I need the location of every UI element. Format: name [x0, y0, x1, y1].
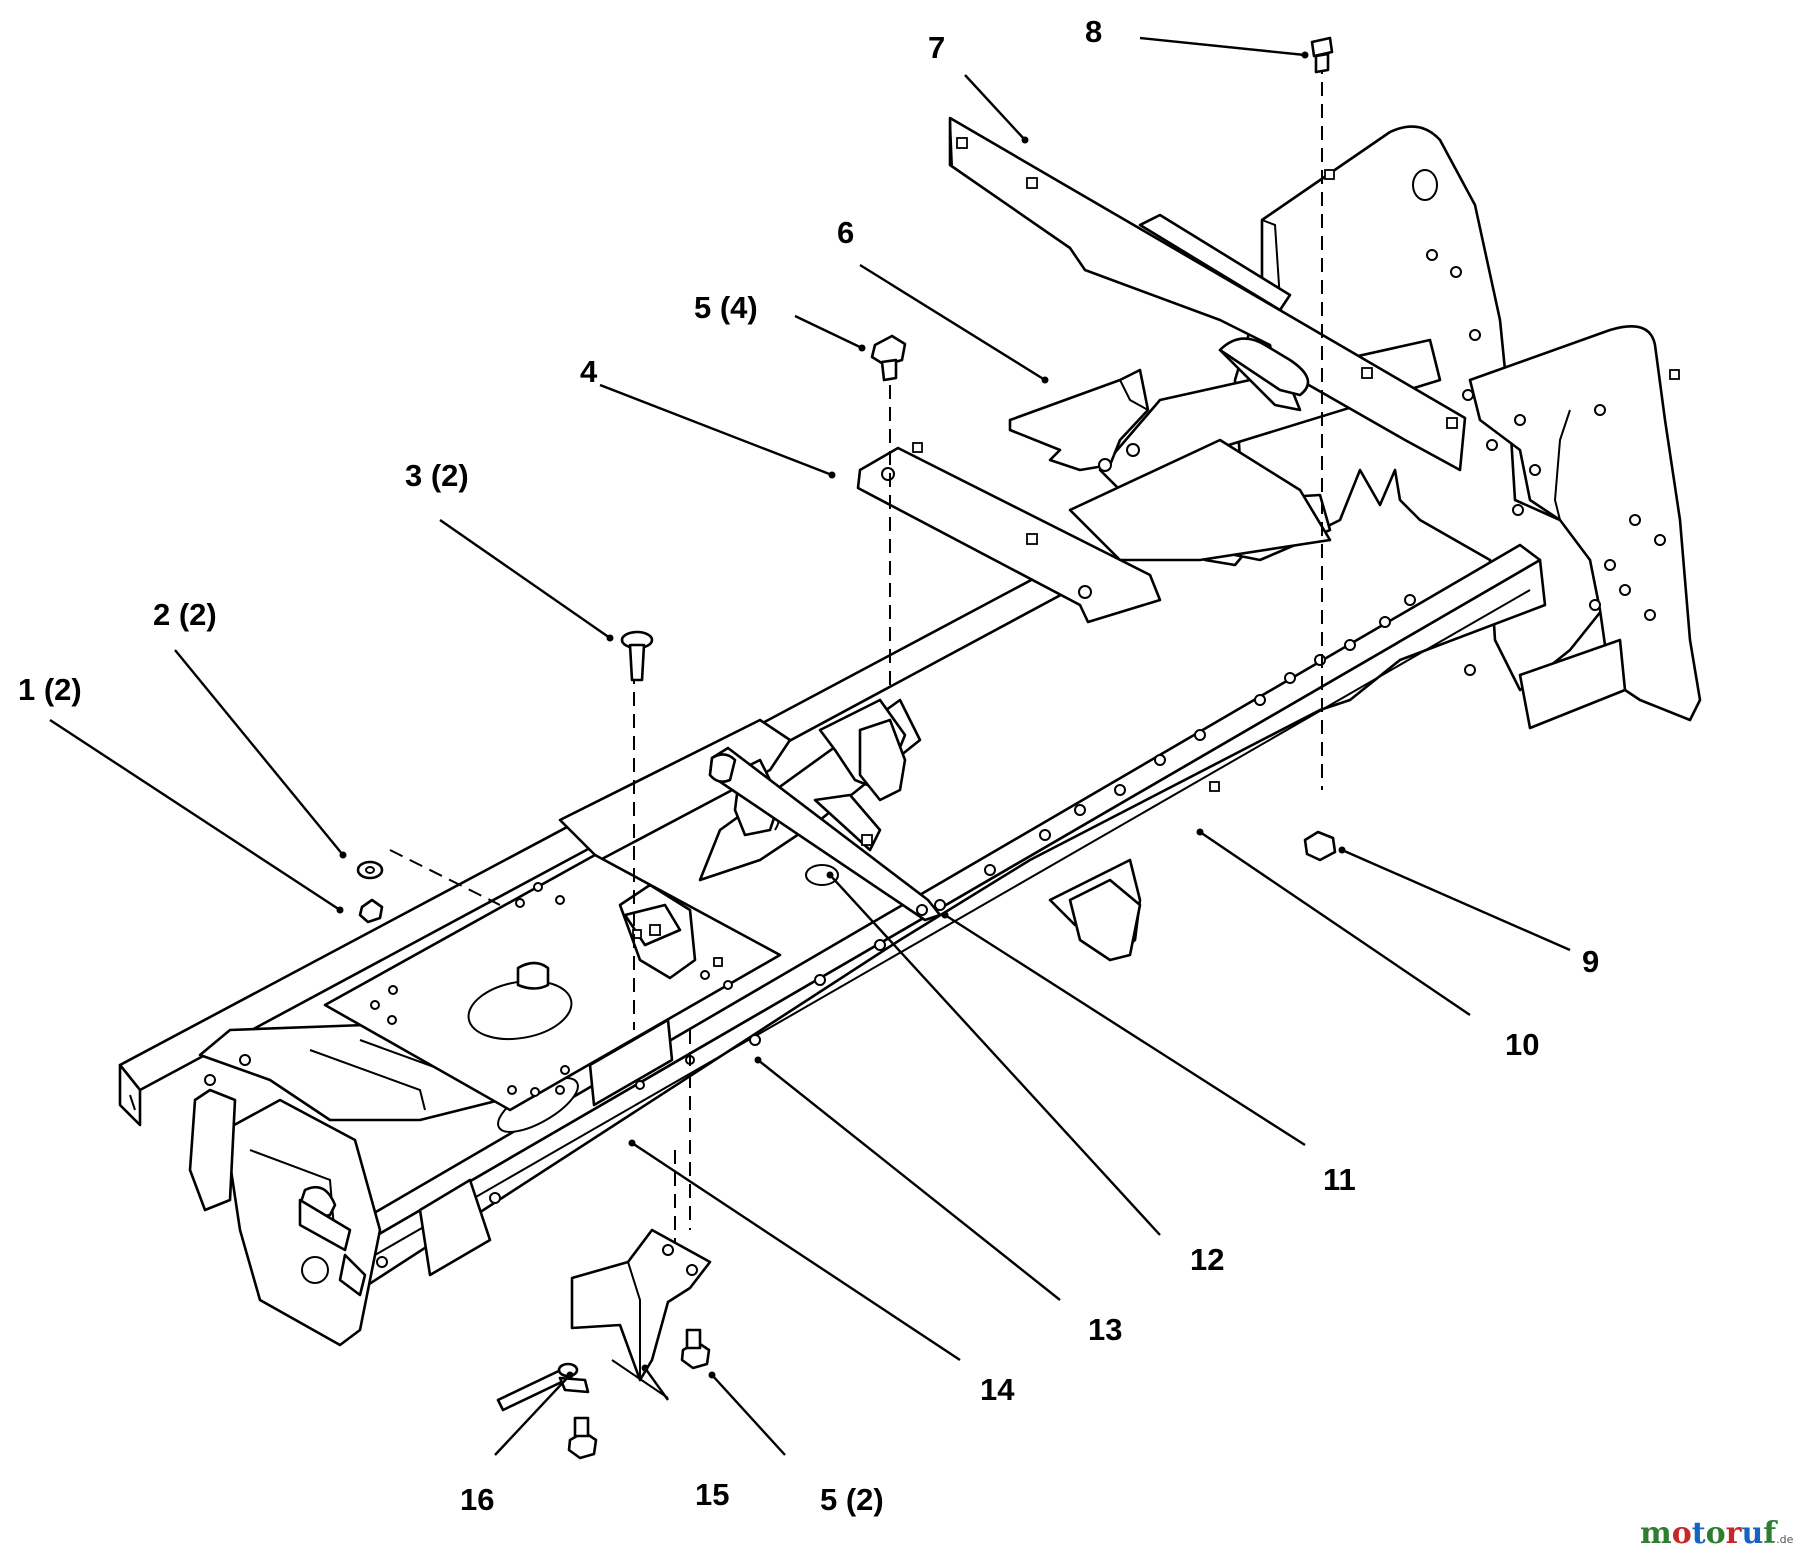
wm-letter-o2: o — [1706, 1516, 1726, 1551]
callout-13: 13 — [1088, 1312, 1122, 1347]
svg-text:motoruf.de: motoruf.de — [1640, 1516, 1794, 1551]
callout-16: 16 — [460, 1482, 494, 1517]
item-11-cross-tube — [708, 746, 942, 922]
callout-9: 9 — [1582, 944, 1599, 979]
callout-2: 2 (2) — [153, 597, 217, 632]
item-5-flange-bolt-bottom — [680, 1328, 711, 1370]
callout-12: 12 — [1190, 1242, 1224, 1277]
callout-14: 14 — [980, 1372, 1015, 1407]
callout-5-top: 5 (4) — [694, 290, 758, 325]
callout-6: 6 — [837, 215, 854, 250]
callout-15: 15 — [695, 1477, 729, 1512]
item-16-bolt — [567, 1416, 598, 1460]
callout-labels: 1 (2) 2 (2) 3 (2) 4 5 (4) 5 (2) 6 7 8 9 … — [18, 14, 1599, 1517]
under-rail-brackets — [858, 718, 1142, 962]
callout-1: 1 (2) — [18, 672, 82, 707]
item-12-access-hole — [805, 864, 839, 886]
wm-suffix: .de — [1776, 1533, 1793, 1546]
wm-letter-m: m — [1640, 1516, 1672, 1551]
wm-letter-u: u — [1741, 1516, 1763, 1551]
item-5-flange-bolt-top — [870, 334, 907, 382]
callout-10: 10 — [1505, 1027, 1539, 1062]
callout-3: 3 (2) — [405, 458, 469, 493]
assembly-lines — [389, 60, 1323, 1245]
item-15-bracket — [570, 1228, 712, 1382]
item-1-nut — [358, 898, 384, 924]
item-9-nut — [1303, 830, 1337, 862]
wm-letter-f: f — [1763, 1516, 1778, 1551]
item-7-angle-bracket — [948, 116, 1467, 472]
leader-lines — [49, 36, 1571, 1456]
item-2-washer — [356, 860, 384, 880]
callout-4: 4 — [580, 354, 598, 389]
item-3-clamp-bracket — [516, 883, 697, 990]
item-6-bracket — [1008, 368, 1150, 472]
wm-letter-o1: o — [1672, 1516, 1692, 1551]
callout-5-bottom: 5 (2) — [820, 1482, 884, 1517]
item-3-carriage-bolt — [620, 630, 654, 682]
wm-letter-r: r — [1726, 1516, 1743, 1551]
callout-11: 11 — [1323, 1162, 1356, 1197]
watermark-logo: motoruf.de — [1640, 1516, 1794, 1551]
callout-8: 8 — [1085, 14, 1102, 49]
item-8-bolt — [1310, 36, 1334, 74]
wm-letter-t: t — [1692, 1516, 1706, 1551]
callout-7: 7 — [928, 30, 945, 65]
